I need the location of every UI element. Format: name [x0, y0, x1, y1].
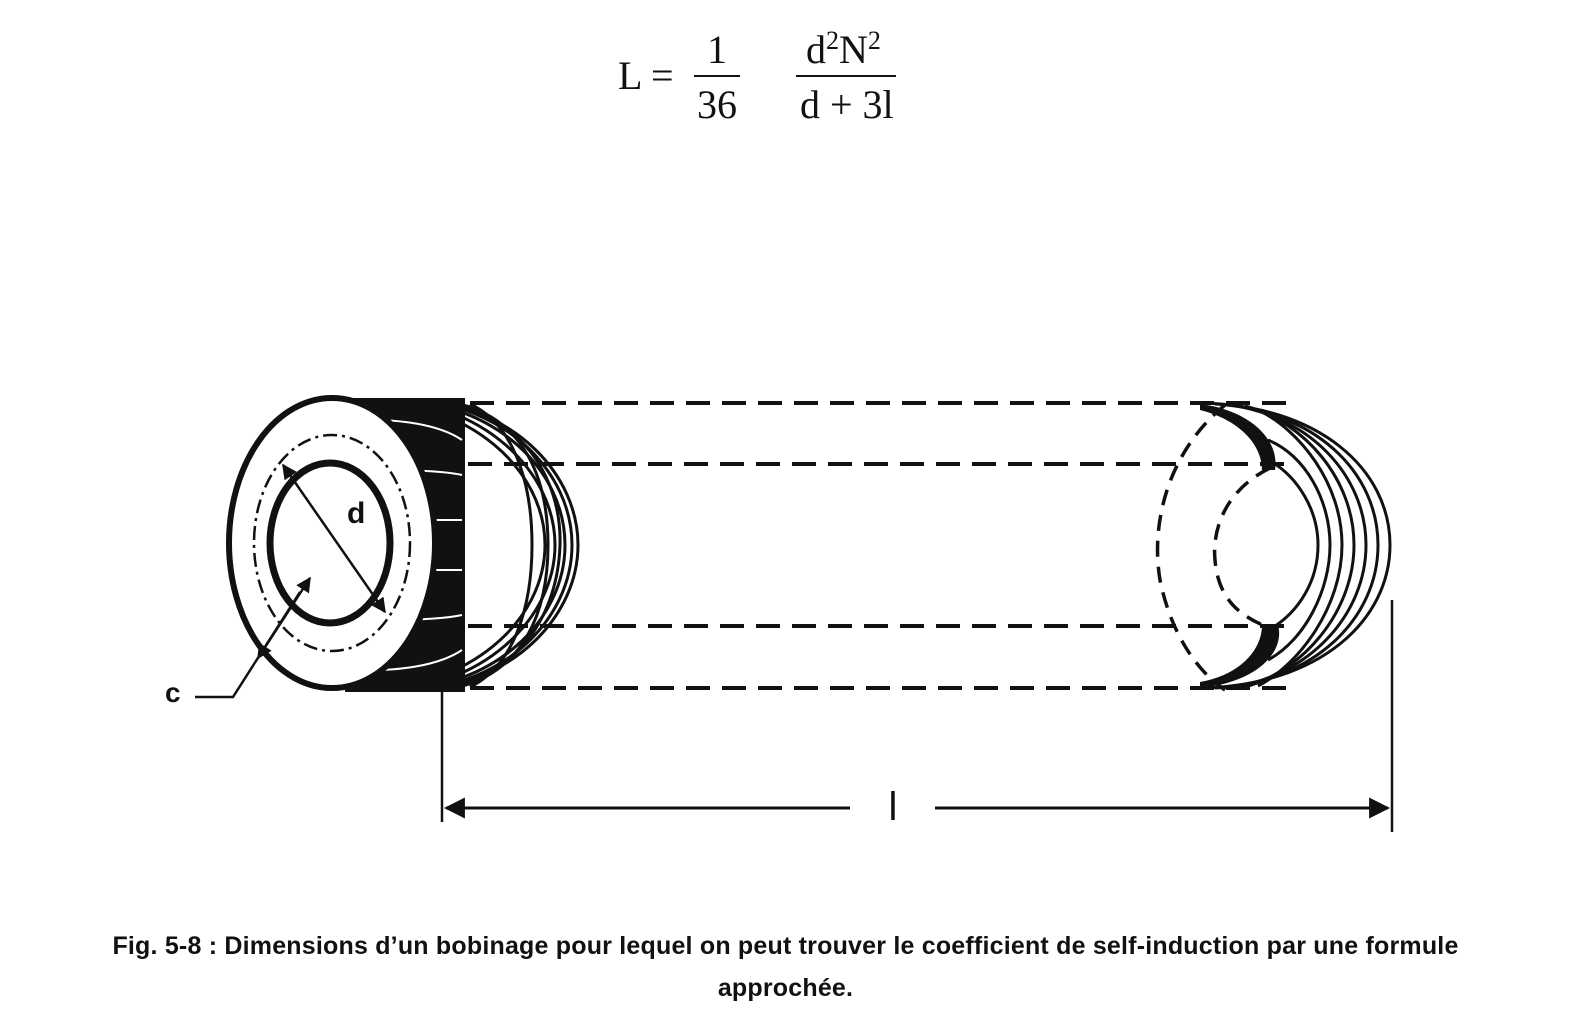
inner-bore-circle	[266, 459, 394, 627]
right-windings	[1199, 401, 1392, 690]
thickness-label: c	[165, 677, 181, 708]
diameter-label: d	[347, 497, 365, 530]
right-winding-shade-top	[1200, 404, 1276, 470]
cylinder-outline	[360, 401, 1290, 690]
mean-winding-circle	[252, 433, 412, 653]
numerator-d-exponent: 2	[826, 26, 839, 55]
thickness-arrow	[256, 576, 312, 660]
coef-fraction-bar	[694, 75, 740, 77]
numerator-n: N	[839, 27, 868, 72]
main-fraction-bar	[796, 75, 896, 77]
numerator-d: d	[806, 27, 826, 72]
formula-lhs: L =	[618, 53, 674, 98]
diameter-arrow	[281, 463, 387, 614]
coil-diagram: d c l	[165, 395, 1394, 832]
caption-line-2: approchée.	[717, 974, 854, 1002]
formula-coef-denominator: 36	[697, 82, 737, 127]
formula-coef-numerator: 1	[707, 27, 727, 72]
right-end-hidden-outline	[1155, 403, 1271, 692]
formula-main-denominator: d + 3l	[800, 82, 894, 127]
length-label: l	[889, 785, 898, 829]
numerator-n-exponent: 2	[867, 26, 881, 55]
inductance-formula: L = 1 36 d2N2 d + 3l	[0, 0, 1571, 200]
formula-main-numerator: d2N2	[806, 27, 881, 72]
right-winding-shade-bottom	[1200, 625, 1280, 688]
figure-caption: Fig. 5-8 : Dimensions d’un bobinage pour…	[0, 925, 1571, 1009]
caption-line-1: Fig. 5-8 : Dimensions d’un bobinage pour…	[112, 932, 1459, 960]
